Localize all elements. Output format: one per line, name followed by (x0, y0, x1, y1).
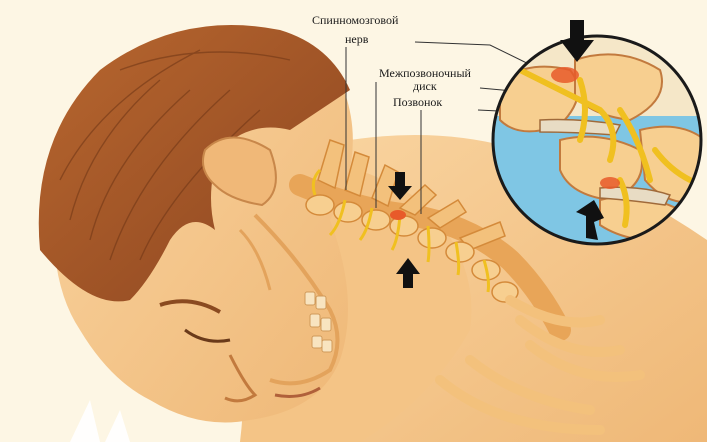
intervertebral-disc-label-line2: диск (413, 80, 437, 93)
vertebra-label: Позвонок (393, 96, 442, 109)
compressed-disc (390, 210, 406, 220)
spinal-nerve-label: Спинномозговой (312, 14, 398, 27)
spinal-nerve-label-line2: нерв (345, 33, 368, 46)
